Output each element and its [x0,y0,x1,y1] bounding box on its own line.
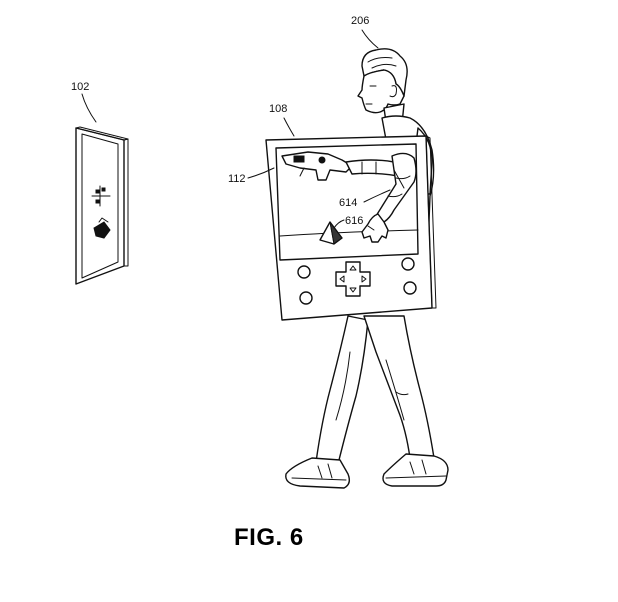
svg-text:102: 102 [71,81,89,93]
wall-display [75,126,129,285]
display-object-icon [93,217,111,239]
svg-text:206: 206 [351,15,369,27]
figure-caption: FIG. 6 [234,524,304,551]
label-614: 614 [339,189,391,209]
svg-text:614: 614 [339,197,357,209]
button-bottom-right [403,281,417,295]
virtual-object-616 [319,221,343,245]
svg-text:108: 108 [269,103,287,115]
dpad-icon [335,261,371,297]
virtual-arm-614 [361,152,417,243]
button-top-right [401,257,415,271]
button-top-left [297,265,311,279]
svg-text:112: 112 [228,173,246,185]
handheld-device [265,135,437,321]
label-112: 112 [228,167,275,185]
svg-text:616: 616 [345,215,363,227]
label-206: 206 [351,15,379,49]
label-108: 108 [269,103,295,137]
screen-gun-icon [281,151,353,181]
display-crosshair-icon [91,185,111,207]
button-bottom-left [299,291,313,305]
label-616: 616 [333,215,363,229]
label-102: 102 [71,81,97,123]
